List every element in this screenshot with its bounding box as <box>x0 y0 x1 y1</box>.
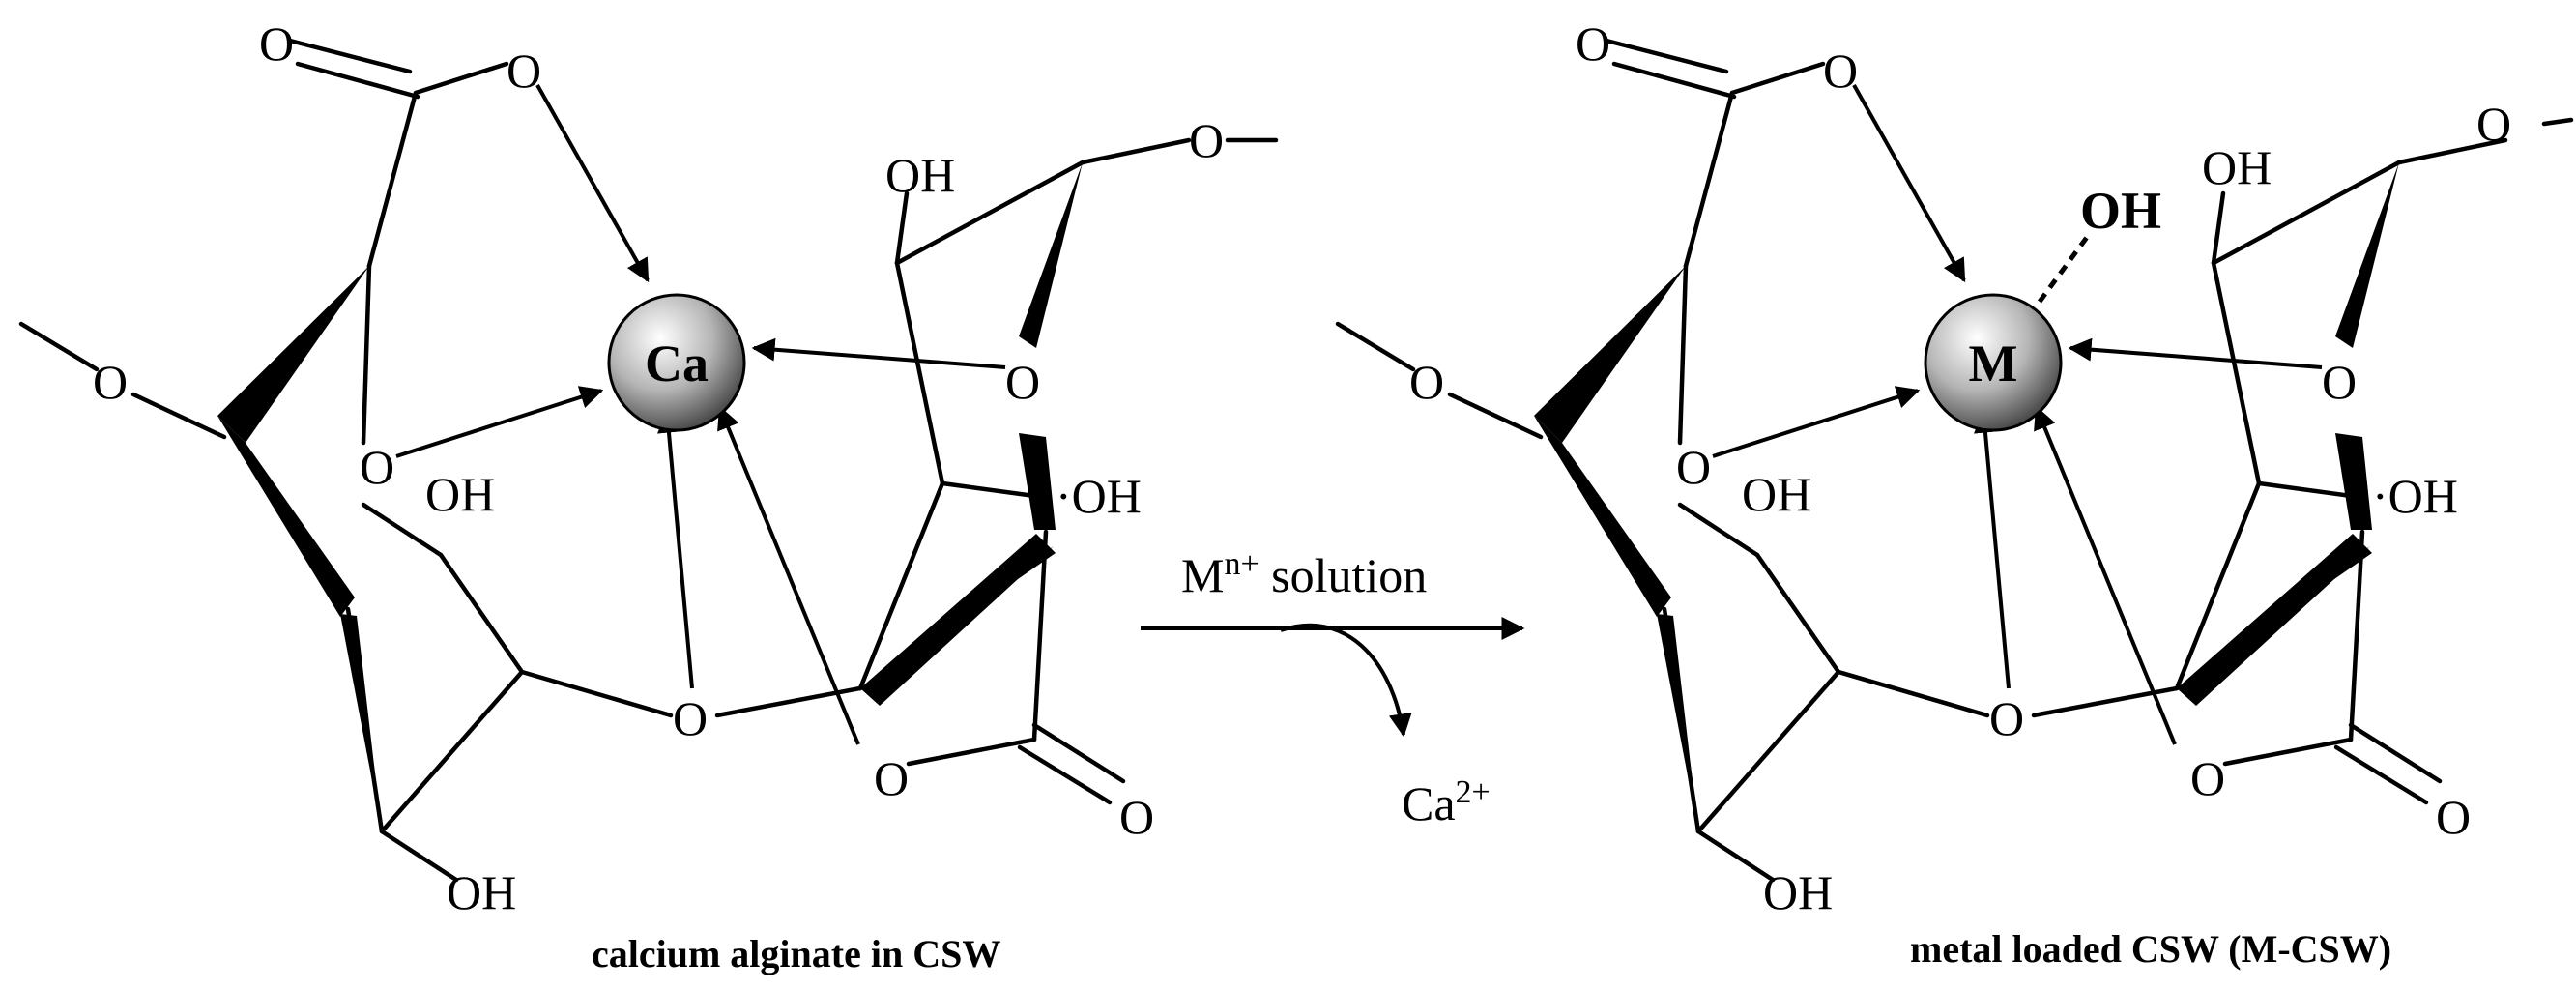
atom-oh-top-b: OH <box>885 148 955 202</box>
atom-o-left: O <box>93 355 128 409</box>
reagent-base: M <box>1181 548 1224 602</box>
atom-o-ring-b: O <box>2322 355 2357 409</box>
reagent-suffix: solution <box>1259 548 1428 602</box>
atom-oh-top-b: OH <box>2202 140 2272 194</box>
atom-labels: O O O O OH OH O OH O O ·OH O O <box>93 16 1224 919</box>
byproduct-base: Ca <box>1402 776 1456 830</box>
metal-label: M <box>1969 335 2018 393</box>
metal-ion-sphere <box>1924 293 2063 432</box>
atom-oh-a: OH <box>1742 467 1811 521</box>
atom-oh-bottom: OH <box>1763 865 1833 919</box>
atom-o-ring-a: O <box>360 440 394 494</box>
atom-o-ester-top: O <box>1823 44 1858 98</box>
atom-o-carbonyl-top: O <box>259 16 294 71</box>
left-caption: calcium alginate in CSW <box>592 932 1000 975</box>
atom-o-ring-b: O <box>1005 355 1040 409</box>
metal-loaded-structure: M OH O O O O OH OH O OH O O ·OH O O meta… <box>1335 16 2574 971</box>
coordination-arrows <box>1712 84 2323 745</box>
atom-o-ester-top: O <box>507 44 541 98</box>
right-caption: metal loaded CSW (M-CSW) <box>1910 927 2391 971</box>
bond-lines <box>1335 38 2574 883</box>
atom-o-right-top: O <box>1189 113 1224 167</box>
wedge-bonds <box>217 162 1083 831</box>
atom-oh-b: ·OH <box>1056 469 1142 523</box>
reagent-superscript: n+ <box>1224 546 1259 582</box>
byproduct-curved-arrow <box>1280 623 1412 738</box>
bond-lines <box>18 38 1279 883</box>
atom-o-glycosidic: O <box>1989 691 2024 745</box>
byproduct-label: Ca2+ <box>1402 774 1491 830</box>
atom-labels: O O O O OH OH O OH O O ·OH O O <box>1409 16 2511 919</box>
calcium-ion-sphere <box>607 293 746 432</box>
byproduct-superscript: 2+ <box>1456 774 1491 810</box>
atom-oh-a: OH <box>425 467 495 521</box>
atom-o-ester-bottom: O <box>874 751 909 805</box>
wedge-bonds <box>1534 162 2399 831</box>
atom-o-carbonyl-bottom: O <box>2436 790 2471 844</box>
reaction-step: Mn+ solution Ca2+ <box>1141 546 1525 830</box>
coordination-arrows <box>395 84 1006 745</box>
atom-o-left: O <box>1409 355 1444 409</box>
atom-o-carbonyl-bottom: O <box>1119 790 1154 844</box>
atom-o-ester-bottom: O <box>2190 751 2225 805</box>
calcium-label: Ca <box>645 335 709 393</box>
atom-o-right-top: O <box>2476 97 2511 151</box>
hydroxyl-dashed-bond <box>2037 234 2091 304</box>
metal-hydroxyl-label: OH <box>2080 182 2161 240</box>
calcium-alginate-structure: Ca O O O O OH OH O OH O O ·OH O O calciu… <box>18 16 1279 975</box>
atom-oh-b: ·OH <box>2372 469 2458 523</box>
atom-oh-bottom: OH <box>447 865 516 919</box>
atom-o-glycosidic: O <box>673 691 708 745</box>
atom-o-carbonyl-top: O <box>1576 16 1610 71</box>
reagent-label: Mn+ solution <box>1181 546 1427 602</box>
atom-o-ring-a: O <box>1676 440 1711 494</box>
